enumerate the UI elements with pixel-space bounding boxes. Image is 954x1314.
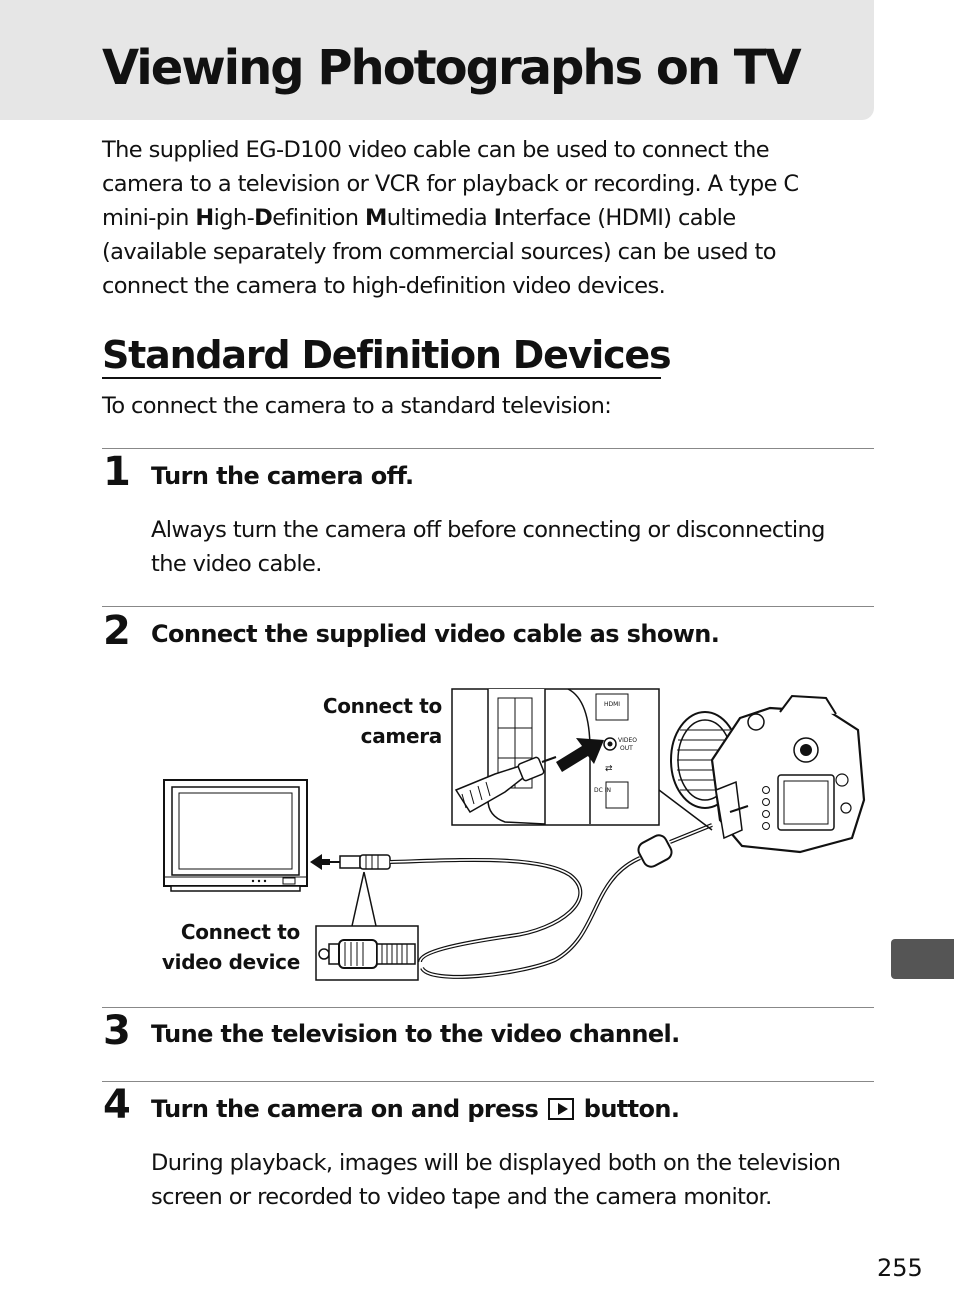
video-out-label: VIDEO: [618, 737, 637, 744]
intro-line: (available separately from commercial so…: [102, 239, 777, 265]
insert-arrow-icon: [556, 738, 604, 772]
intro-line: camera to a television or VCR for playba…: [102, 171, 799, 197]
intro-line: mini-pin: [102, 205, 196, 231]
label-line: Connect to: [180, 920, 300, 944]
step-divider: [102, 1081, 874, 1082]
step-heading-text: Turn the camera on and press: [151, 1095, 539, 1123]
playback-button-icon: [547, 1098, 574, 1120]
step-body: During playback, images will be displaye…: [151, 1150, 841, 1210]
section-title-underline: [102, 377, 661, 379]
video-out-line: OUT: [620, 745, 633, 752]
step-heading: Turn the camera off.: [151, 462, 414, 490]
page-title: Viewing Photographs on TV: [102, 40, 802, 96]
intro-text: nterface (HDMI) cable: [501, 205, 736, 231]
dc-in-label: DC IN: [594, 787, 611, 794]
step-divider: [102, 606, 874, 607]
acronym-letter: D: [254, 205, 273, 231]
step-body: Always turn the camera off before connec…: [151, 517, 825, 577]
intro-line: The supplied EG-D100 video cable can be …: [102, 137, 770, 163]
device-plug-inset: [315, 925, 419, 981]
label-line: camera: [360, 724, 443, 748]
step-divider: [102, 1007, 874, 1008]
acronym-letter: I: [493, 205, 502, 231]
title-band: [0, 0, 874, 120]
ferrite-core-icon: [637, 823, 713, 868]
arrow-left-icon: [310, 854, 330, 870]
section-tab: [891, 939, 954, 979]
step-number: 4: [103, 1082, 131, 1128]
acronym-letter: H: [195, 205, 214, 231]
intro-text: igh-: [213, 205, 255, 231]
step-heading: Tune the television to the video channel…: [151, 1020, 680, 1048]
intro-text: ultimedia: [386, 205, 494, 231]
intro-text: efinition: [272, 205, 365, 231]
step-heading: Connect the supplied video cable as show…: [151, 620, 720, 648]
hdmi-port-label: HDMI: [604, 701, 620, 708]
page-number: 255: [877, 1254, 923, 1282]
connect-to-camera-label: Connect to camera: [300, 691, 442, 751]
callout-line-camera: [658, 789, 713, 831]
video-out-line: VIDEO: [618, 737, 637, 744]
section-lead: To connect the camera to a standard tele…: [102, 393, 612, 419]
intro-line: connect the camera to high-definition vi…: [102, 273, 666, 299]
television-icon: [163, 779, 308, 892]
acronym-letter: M: [364, 205, 387, 231]
intro-paragraph: The supplied EG-D100 video cable can be …: [102, 133, 862, 303]
camera-illustration: [670, 694, 866, 854]
step-heading-text: button.: [583, 1095, 680, 1123]
callout-lines: [351, 871, 377, 927]
connect-to-device-label: Connect to video device: [140, 917, 300, 977]
label-line: video device: [161, 950, 300, 974]
step-divider: [102, 448, 874, 449]
label-line: Connect to: [322, 694, 442, 718]
rca-plug-icon: [330, 854, 391, 870]
step-heading: Turn the camera on and press button.: [151, 1095, 680, 1123]
camera-port-inset: HDMI VIDEO OUT ⇄ DC IN: [451, 688, 660, 826]
video-cable: [389, 856, 641, 979]
section-title: Standard Definition Devices: [102, 333, 672, 377]
usb-icon: ⇄: [605, 764, 613, 774]
step-number: 1: [103, 449, 131, 495]
step-number: 2: [103, 608, 131, 654]
step-number: 3: [103, 1008, 131, 1054]
